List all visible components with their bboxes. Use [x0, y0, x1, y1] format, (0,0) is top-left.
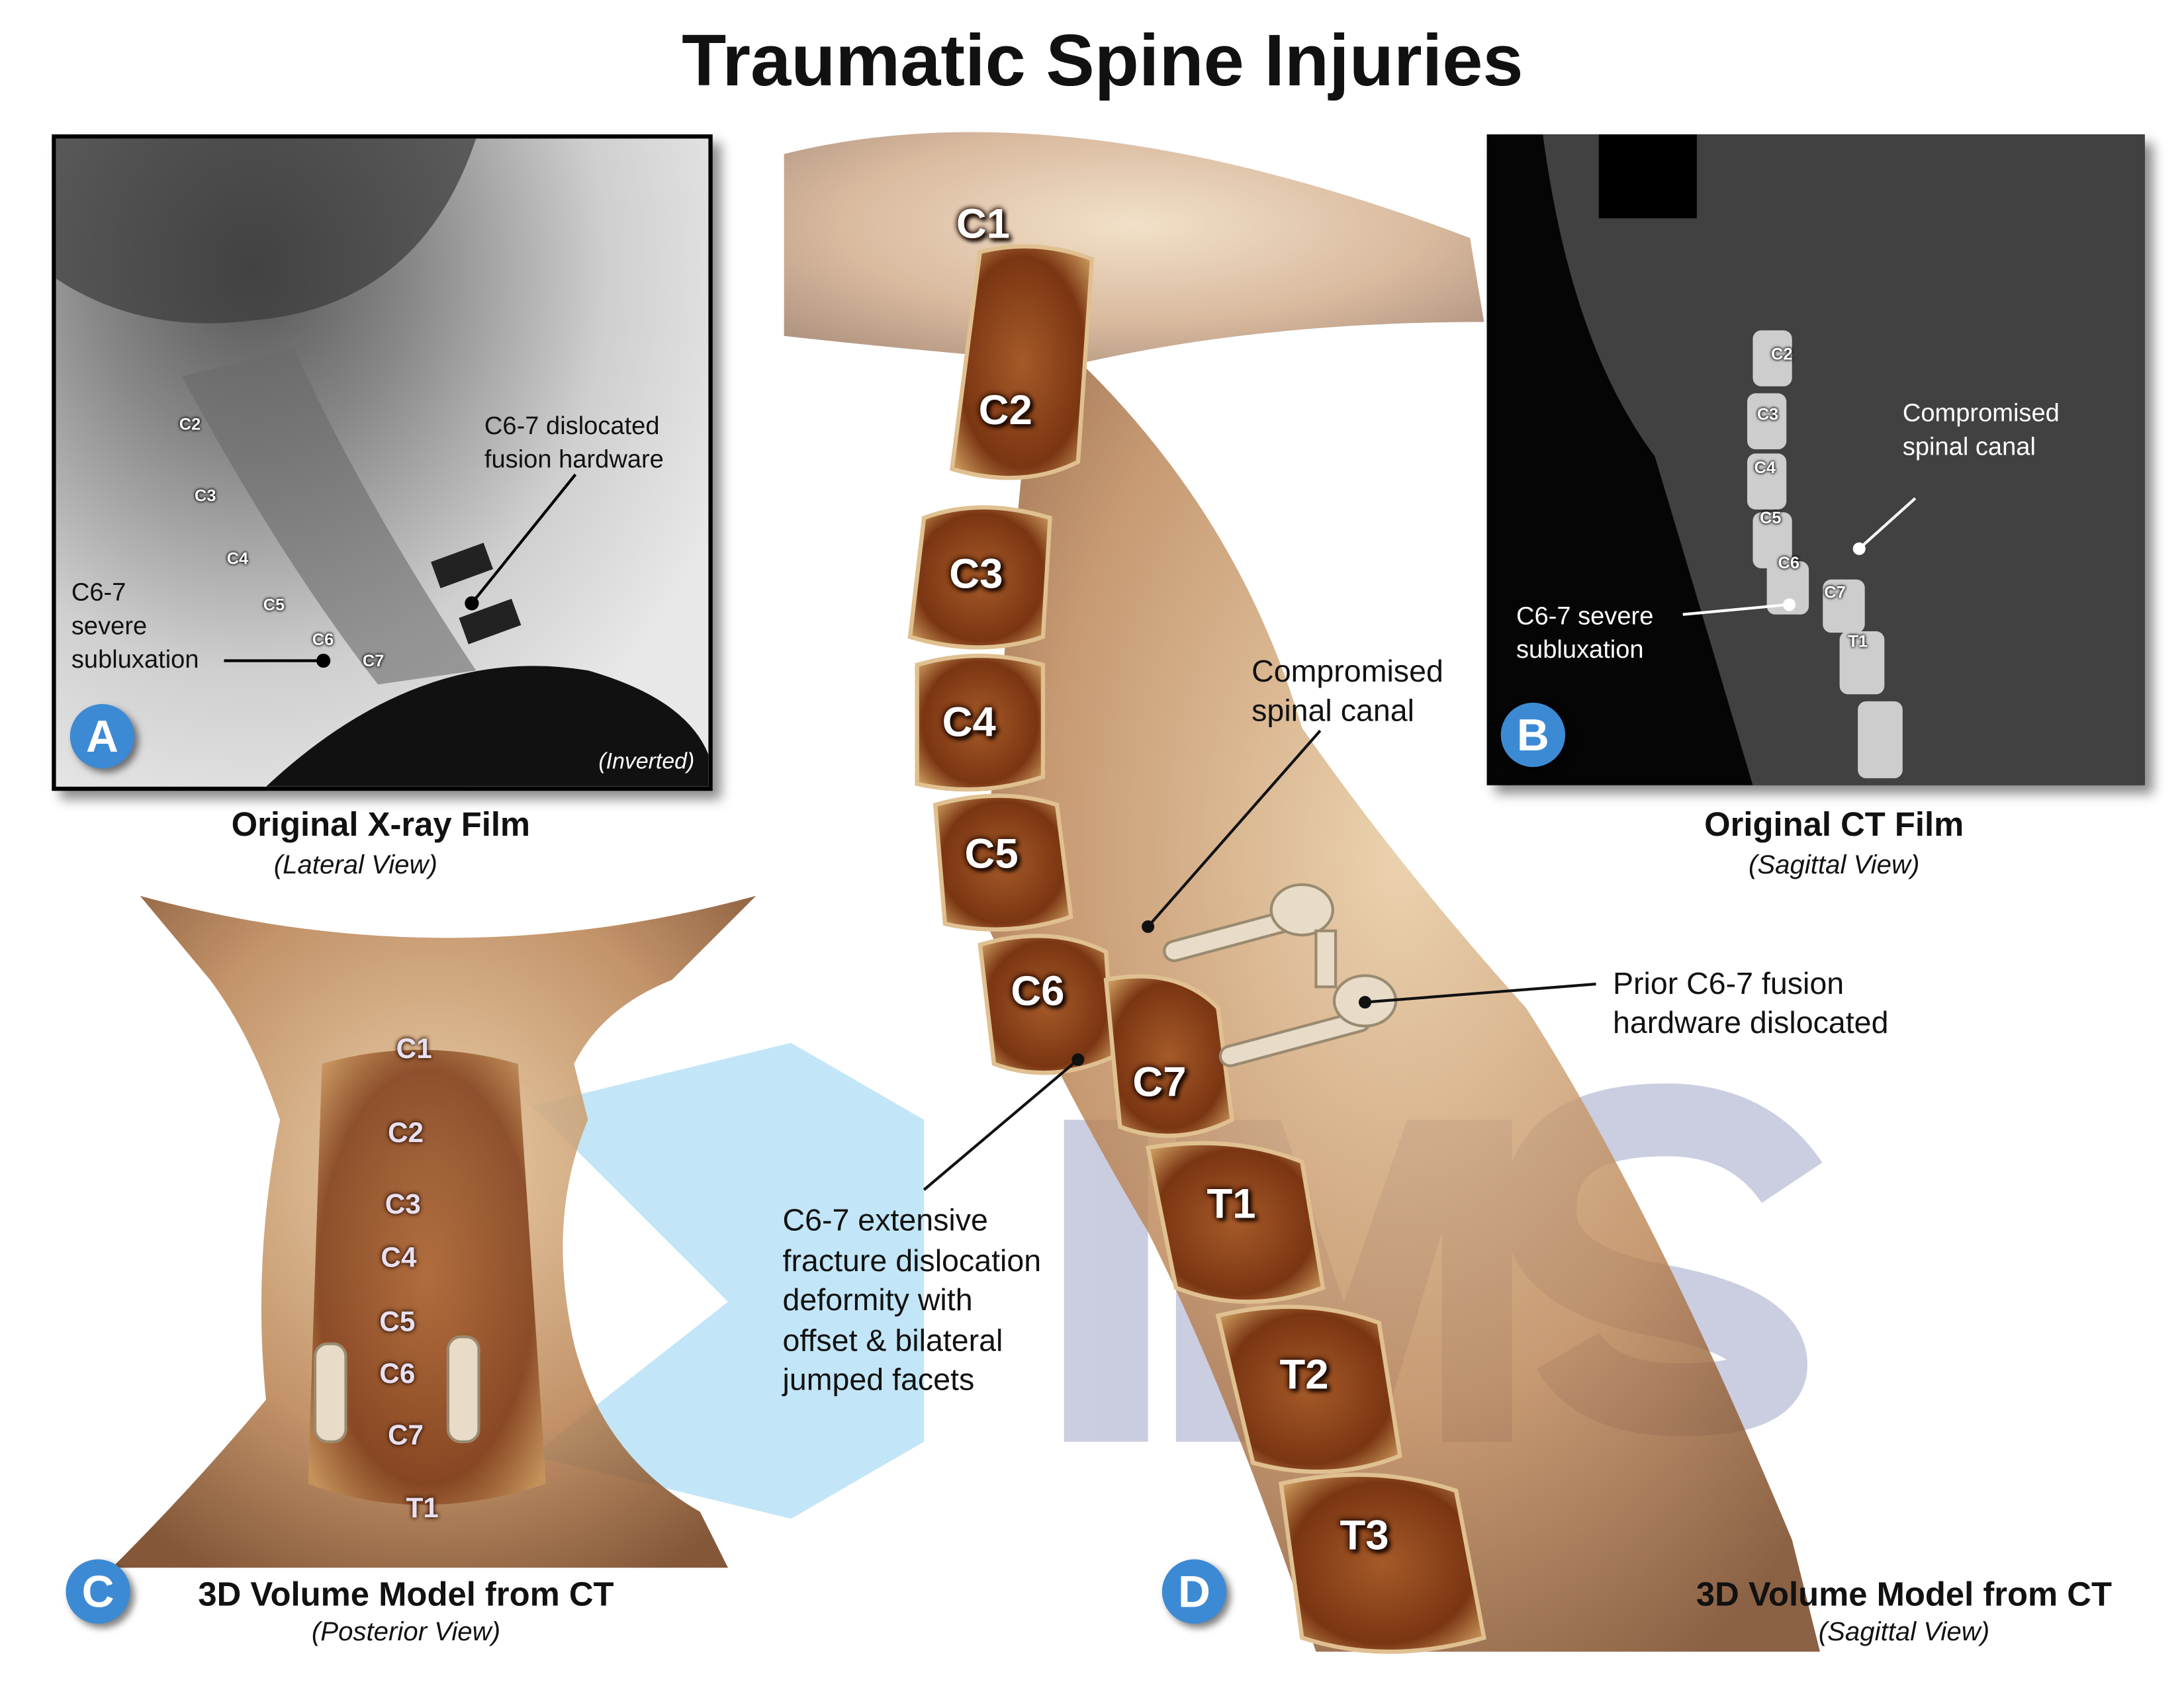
vertebra-label: C2 [387, 1118, 424, 1149]
panel-badge-c: C [66, 1559, 130, 1624]
xray-image [56, 138, 709, 787]
panel-a-xray: C2 C3 C4 C5 C6 C7 C6-7 dislocated fusion… [52, 134, 713, 791]
annotation-line: fracture dislocation [782, 1242, 1042, 1278]
annotation-line: fusion hardware [484, 445, 664, 474]
vertebra-label: C7 [387, 1421, 424, 1452]
annotation-line: deformity with [782, 1282, 973, 1317]
annotation-subluxation: C6-7 severe subluxation [1516, 599, 1653, 666]
panel-c-caption: 3D Volume Model from CT [198, 1576, 614, 1615]
annotation-canal: Compromised spinal canal [1903, 396, 2060, 464]
vertebra-label: C4 [942, 699, 996, 746]
page-title: Traumatic Spine Injuries [682, 21, 1524, 103]
annotation-line: jumped facets [782, 1362, 975, 1398]
vertebra-label: T3 [1340, 1513, 1389, 1560]
annotation-line: hardware dislocated [1612, 1004, 1889, 1040]
inverted-note: (Inverted) [598, 750, 695, 774]
panel-d-caption: 3D Volume Model from CT [1696, 1576, 2112, 1615]
annotation-line: C6-7 dislocated [484, 411, 660, 440]
annotation-line: C6-7 severe [1516, 601, 1654, 630]
annotation-line: subluxation [1516, 635, 1644, 664]
vertebra-label: C5 [379, 1307, 416, 1339]
panel-c-subcaption: (Posterior View) [311, 1618, 501, 1648]
panel-a-caption: Original X-ray Film [231, 806, 531, 844]
vertebra-label: T2 [1279, 1352, 1329, 1399]
vertebra-label: C4 [1754, 457, 1776, 478]
vertebra-label: C4 [226, 549, 249, 568]
annotation-line: spinal canal [1902, 432, 2036, 461]
panel-badge-b: B [1500, 702, 1566, 768]
annotation-hardware: C6-7 dislocated fusion hardware [484, 409, 664, 476]
vertebra-label: C7 [1824, 582, 1846, 602]
panel-badge-d: D [1161, 1559, 1227, 1624]
annotation-fracture: C6-7 extensive fracture dislocation defo… [783, 1201, 1042, 1400]
vertebra-label: C1 [396, 1034, 432, 1065]
annotation-canal: Compromised spinal canal [1251, 652, 1443, 731]
annotation-line: C6-7 [71, 578, 126, 606]
panel-b-caption: Original CT Film [1704, 806, 1964, 844]
panel-d-subcaption: (Sagittal View) [1818, 1618, 1990, 1648]
vertebra-label: C3 [949, 551, 1003, 598]
vertebra-label: C6 [312, 629, 334, 650]
annotation-subluxation: C6-7 severe subluxation [71, 575, 199, 676]
vertebra-label: C5 [263, 595, 285, 615]
vertebra-label: C2 [179, 414, 201, 434]
panel-b-subcaption: (Sagittal View) [1748, 851, 1920, 881]
vertebra-label: C5 [1760, 508, 1782, 528]
vertebra-label: C6 [1011, 968, 1065, 1015]
annotation-line: Prior C6-7 fusion [1612, 965, 1844, 1001]
annotation-line: severe [71, 611, 148, 640]
vertebra-label: C7 [1132, 1059, 1187, 1106]
annotation-line: offset & bilateral [782, 1321, 1003, 1357]
ct-image [1543, 134, 2145, 785]
vertebra-label: C4 [381, 1243, 417, 1274]
vertebra-label: C7 [362, 650, 385, 671]
vertebra-label: C6 [379, 1359, 416, 1390]
annotation-line: Compromised [1902, 398, 2060, 427]
annotation-line: C6-7 extensive [782, 1202, 988, 1238]
vertebra-label: C3 [195, 486, 216, 506]
vertebra-label: C3 [385, 1190, 421, 1221]
vertebra-label: C5 [964, 831, 1019, 878]
panel-b-ct: C2 C3 C4 C5 C6 C7 T1 Compromised spinal … [1486, 134, 2145, 785]
vertebra-label: C6 [1778, 553, 1800, 573]
vertebra-label: C2 [1770, 344, 1793, 365]
vertebra-label: T1 [1848, 631, 1868, 651]
annotation-line: spinal canal [1251, 693, 1414, 729]
vertebra-label: T1 [406, 1493, 439, 1525]
vertebra-label: C2 [978, 387, 1032, 434]
annotation-hardware: Prior C6-7 fusion hardware dislocated [1613, 965, 1889, 1043]
panel-badge-a: A [69, 704, 135, 769]
annotation-line: Compromised [1251, 653, 1443, 689]
vertebra-label: C3 [1756, 404, 1779, 424]
annotation-line: subluxation [71, 645, 199, 674]
vertebra-label: T1 [1206, 1181, 1256, 1228]
panel-a-subcaption: (Lateral View) [273, 851, 437, 881]
vertebra-label: C1 [956, 201, 1010, 248]
watermark-chevron [531, 1042, 925, 1519]
